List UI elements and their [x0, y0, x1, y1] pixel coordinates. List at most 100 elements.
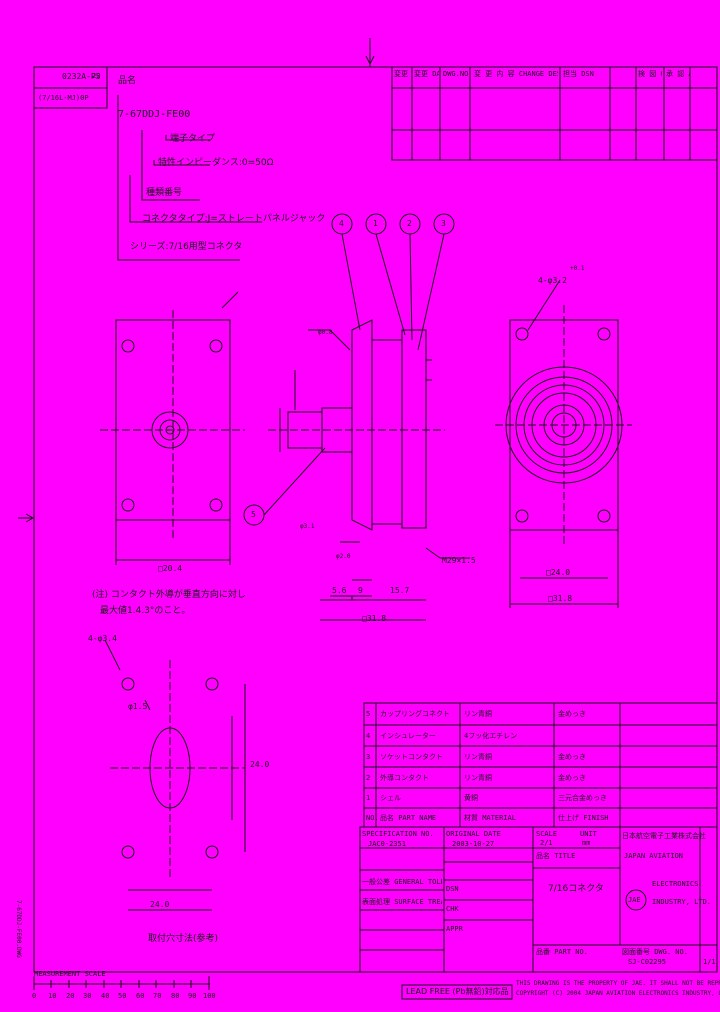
title-block — [359, 826, 718, 973]
bom-no-5: 5 — [366, 710, 371, 718]
tb-dsn: DSN — [446, 885, 459, 893]
panel-hole2-label: φ1.5 — [128, 702, 148, 711]
ruler-tick-100: 100 — [203, 992, 216, 1000]
bom-header-name: 品名 PART NAME — [380, 814, 437, 822]
dim-right-width: □24.0 — [546, 568, 571, 577]
bom-header-material: 材質 MATERIAL — [464, 814, 516, 822]
bom-name-3: ソケットコンタクト — [380, 753, 443, 761]
lead-free-label: LEAD FREE (Pb無鉛)対応品 — [406, 987, 509, 996]
bom-material-3: リン青銅 — [464, 753, 492, 761]
bom-no-3: 3 — [366, 753, 371, 761]
ruler-tick-40: 40 — [101, 992, 110, 1000]
dim-right-outer: □31.8 — [548, 594, 573, 603]
bom-name-2: 外導コンタクト — [380, 774, 429, 782]
rev-col7: 承 認 APPR — [666, 70, 690, 78]
footer-copyright1: THIS DRAWING IS THE PROPERTY OF JAE. IT … — [516, 980, 720, 987]
revision-table — [391, 66, 718, 161]
bom-finish-3: 金めっき — [558, 753, 586, 761]
tb-spec-label: SPECIFICATION NO. — [362, 830, 434, 838]
naming-part-code: 7-67DDJ-FE00 — [118, 109, 191, 120]
tb-chk: CHK — [446, 905, 459, 913]
tb-title-val: 7/16コネクタ — [548, 884, 604, 894]
tb-logo: JAE — [628, 896, 641, 904]
tb-company-jp: 日本航空電子工業株式会社 — [622, 832, 706, 840]
ruler-tick-90: 90 — [188, 992, 197, 1000]
tb-company-en2: ELECTRONICS — [652, 880, 699, 888]
tb-company-en3: INDUSTRY, LTD. — [652, 898, 712, 906]
note-line2: 最大値1.4.3°のこと。 — [100, 606, 191, 616]
tb-drawn-val: 2003-10-27 — [452, 840, 495, 848]
tb-unit-val: mm — [582, 839, 591, 847]
measurement-ruler — [33, 976, 210, 990]
mount-label: 取付穴寸法(参考) — [148, 934, 219, 944]
tb-appr: APPR — [446, 925, 463, 933]
panel-cutout-view — [104, 639, 246, 911]
rev-col5: 担当 DSN — [563, 70, 594, 78]
dim-left-width: □20.4 — [158, 564, 183, 573]
bom-material-4: 4フッ化エチレン — [464, 732, 518, 740]
bom-finish-2: 金めっき — [558, 774, 586, 782]
rev-col6: 検 図 CHK — [638, 70, 662, 78]
ruler-tick-70: 70 — [153, 992, 162, 1000]
bom-name-1: シェル — [380, 794, 401, 802]
tb-sheet: 1/1 — [703, 958, 716, 966]
dim-holes-right: 4-φ3.2 — [538, 276, 567, 285]
panel-dim-v: 24.0 — [250, 760, 270, 769]
dim-a: 5.6 — [332, 586, 347, 595]
part-balloons — [243, 213, 455, 526]
ruler-tick-20: 20 — [66, 992, 75, 1000]
ruler-tick-30: 30 — [83, 992, 92, 1000]
naming-note-1: 端子タイプ — [170, 134, 216, 144]
tb-scale-val: 2/1 — [540, 839, 553, 847]
side-filename: 7-67DDJ-FE00.DWG — [15, 900, 22, 958]
bom-no-2: 2 — [366, 774, 371, 782]
dim-c: 15.7 — [390, 586, 410, 595]
dim-thread: M29×1.5 — [442, 556, 476, 565]
bom-finish-5: 金めっき — [558, 710, 586, 718]
tb-part-label: 品番 PART NO. — [536, 948, 588, 956]
tb-dwg-val: SJ-C02295 — [628, 958, 666, 966]
naming-title: 品名 — [118, 76, 137, 86]
note-line1: (注) コンタクト外導が垂直方向に対し — [92, 590, 246, 600]
balloon-label-2: 2 — [407, 219, 412, 228]
ruler-tick-50: 50 — [118, 992, 127, 1000]
tb-unit-label: UNIT — [580, 830, 597, 838]
balloon-label-1: 1 — [373, 219, 378, 228]
tb-title-label: 品名 TITLE — [536, 852, 576, 860]
rev-col3: DWG.NO — [443, 70, 469, 78]
lead-free-box — [401, 984, 513, 1000]
bom-material-2: リン青銅 — [464, 774, 492, 782]
naming-note-4: コネクタタイプ:J=ストレートパネルジャック — [142, 214, 326, 224]
panel-dim-h: 24.0 — [150, 900, 170, 909]
bom-name-4: インシュレーター — [380, 732, 436, 740]
dim-total: □31.8 — [362, 614, 387, 623]
bom-header-no: NO. — [366, 814, 379, 822]
bom-no-4: 4 — [366, 732, 371, 740]
bom-table — [363, 702, 718, 828]
bom-header-finish: 仕上げ FINISH — [558, 814, 609, 822]
panel-hole-label: 4-φ3.4 — [88, 634, 117, 643]
rev-col1: 変更 — [394, 70, 408, 78]
bom-no-1: 1 — [366, 794, 371, 802]
tb-company-en1: JAPAN AVIATION — [624, 852, 684, 860]
balloon-label-3: 3 — [441, 219, 446, 228]
tb-tol1: 一般公差 GENERAL TOLERANCE — [362, 878, 442, 886]
corner-box-line2: (7/16L-MJ)0P — [38, 94, 89, 102]
corner-box-line1: 0232A-P5 — [62, 72, 101, 81]
naming-note-2: 特性インピーダンス:0=50Ω — [158, 158, 274, 168]
tb-scale-label: SCALE — [536, 830, 558, 838]
naming-note-3: 種類番号 — [146, 188, 183, 198]
side-view-middle — [268, 319, 470, 621]
footer-copyright2: COPYRIGHT (C) 2004 JAPAN AVIATION ELECTR… — [516, 990, 720, 997]
bom-material-5: リン青銅 — [464, 710, 492, 718]
dim-small2: φ3.1 — [300, 523, 315, 530]
rev-col4: 変 更 内 容 CHANGE DESCRIPTION — [474, 70, 558, 78]
tb-drawn-label: ORIGINAL DATE — [446, 830, 501, 838]
balloon-label-5: 5 — [251, 510, 256, 519]
ruler-tick-10: 10 — [48, 992, 57, 1000]
naming-note-5: シリーズ:7/16用型コネクタ — [130, 242, 243, 252]
front-view-right — [495, 279, 632, 608]
dim-small1: φ2.0 — [336, 553, 351, 560]
dim-b: 9 — [358, 586, 363, 595]
